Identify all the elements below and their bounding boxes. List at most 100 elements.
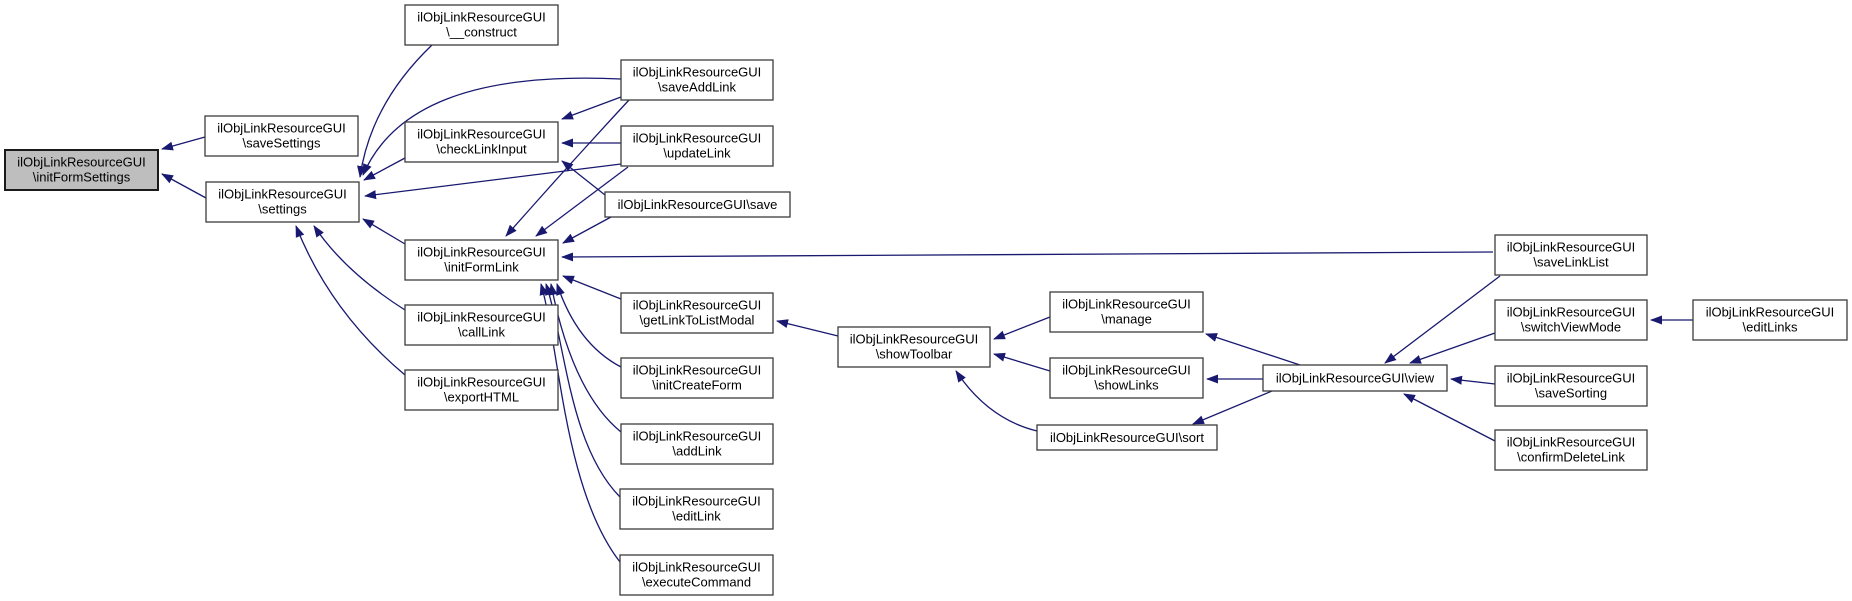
node-saveAddLink[interactable]: ilObjLinkResourceGUI\saveAddLink: [620, 59, 774, 101]
node-updateLink[interactable]: ilObjLinkResourceGUI\updateLink: [620, 125, 774, 167]
node-box-manage[interactable]: [1049, 291, 1204, 333]
node-label-manage-line1: ilObjLinkResourceGUI: [1062, 297, 1191, 312]
edge-saveAddLink-to-initFormLink: [505, 99, 630, 237]
node-construct[interactable]: ilObjLinkResourceGUI\__construct: [404, 4, 559, 46]
node-label-initFormLink-line2: \initFormLink: [444, 260, 519, 275]
node-box-showLinks[interactable]: [1049, 357, 1204, 399]
node-box-showToolbar[interactable]: [837, 326, 991, 368]
node-label-saveSettings-line2: \saveSettings: [242, 136, 321, 151]
node-saveSettings[interactable]: ilObjLinkResourceGUI\saveSettings: [204, 115, 359, 157]
node-label-updateLink-line1: ilObjLinkResourceGUI: [633, 131, 762, 146]
node-label-initFormLink-line1: ilObjLinkResourceGUI: [417, 245, 546, 260]
node-label-manage-line2: \manage: [1101, 312, 1152, 327]
node-switchViewMode[interactable]: ilObjLinkResourceGUI\switchViewMode: [1494, 299, 1648, 341]
node-callLink[interactable]: ilObjLinkResourceGUI\callLink: [404, 304, 559, 346]
node-saveLinkList[interactable]: ilObjLinkResourceGUI\saveLinkList: [1494, 234, 1648, 276]
node-initFormSettings[interactable]: ilObjLinkResourceGUI\initFormSettings: [4, 149, 159, 191]
node-label-editLink-line1: ilObjLinkResourceGUI: [632, 494, 761, 509]
node-label-updateLink-line2: \updateLink: [663, 146, 731, 161]
node-box-saveSettings[interactable]: [204, 115, 359, 157]
node-box-construct[interactable]: [404, 4, 559, 46]
node-box-view[interactable]: [1262, 364, 1448, 392]
node-box-confirmDeleteLink[interactable]: [1494, 429, 1648, 471]
node-label-callLink-line2: \callLink: [458, 325, 505, 340]
edge-switchViewMode-to-view: [1409, 332, 1496, 364]
node-label-construct-line1: ilObjLinkResourceGUI: [417, 10, 546, 25]
node-box-switchViewMode[interactable]: [1494, 299, 1648, 341]
edge-showToolbar-to-getLinkToListModal: [776, 319, 839, 337]
node-label-saveAddLink-line1: ilObjLinkResourceGUI: [633, 65, 762, 80]
edge-checkLinkInput-to-settings: [363, 157, 406, 181]
node-label-initCreateForm-line1: ilObjLinkResourceGUI: [633, 363, 762, 378]
node-box-saveSorting[interactable]: [1494, 365, 1648, 407]
edge-saveLinkList-to-view: [1384, 275, 1501, 364]
node-view[interactable]: ilObjLinkResourceGUI\view: [1262, 364, 1448, 392]
node-box-editLinks[interactable]: [1692, 299, 1848, 341]
node-showLinks[interactable]: ilObjLinkResourceGUI\showLinks: [1049, 357, 1204, 399]
node-settings[interactable]: ilObjLinkResourceGUI\settings: [205, 181, 360, 223]
node-label-saveSorting-line2: \saveSorting: [1535, 386, 1607, 401]
edge-saveSorting-to-view: [1450, 375, 1496, 385]
node-showToolbar[interactable]: ilObjLinkResourceGUI\showToolbar: [837, 326, 991, 368]
node-label-saveSettings-line1: ilObjLinkResourceGUI: [217, 121, 346, 136]
node-getLinkToListModal[interactable]: ilObjLinkResourceGUI\getLinkToListModal: [620, 292, 774, 334]
node-box-callLink[interactable]: [404, 304, 559, 346]
node-editLink[interactable]: ilObjLinkResourceGUI\editLink: [619, 488, 774, 530]
node-sort[interactable]: ilObjLinkResourceGUI\sort: [1036, 424, 1218, 451]
node-label-getLinkToListModal-line1: ilObjLinkResourceGUI: [633, 298, 762, 313]
node-label-construct-line2: \__construct: [446, 25, 517, 40]
node-box-editLink[interactable]: [619, 488, 774, 530]
node-label-switchViewMode-line2: \switchViewMode: [1521, 320, 1621, 335]
node-saveSorting[interactable]: ilObjLinkResourceGUI\saveSorting: [1494, 365, 1648, 407]
node-label-saveAddLink-line2: \saveAddLink: [658, 80, 737, 95]
node-box-updateLink[interactable]: [620, 125, 774, 167]
node-executeCommand[interactable]: ilObjLinkResourceGUI\executeCommand: [619, 554, 774, 596]
node-label-executeCommand-line2: \executeCommand: [642, 575, 751, 590]
node-label-sort-line1: ilObjLinkResourceGUI\sort: [1050, 430, 1204, 445]
node-label-editLinks-line2: \editLinks: [1743, 320, 1798, 335]
node-box-getLinkToListModal[interactable]: [620, 292, 774, 334]
node-box-checkLinkInput[interactable]: [404, 121, 559, 163]
node-checkLinkInput[interactable]: ilObjLinkResourceGUI\checkLinkInput: [404, 121, 559, 163]
node-label-initFormSettings-line1: ilObjLinkResourceGUI: [17, 155, 146, 170]
node-box-exportHTML[interactable]: [404, 369, 559, 411]
node-box-saveAddLink[interactable]: [620, 59, 774, 101]
node-addLink[interactable]: ilObjLinkResourceGUI\addLink: [620, 423, 774, 465]
node-box-sort[interactable]: [1036, 424, 1218, 451]
node-label-exportHTML-line1: ilObjLinkResourceGUI: [417, 375, 546, 390]
node-editLinks[interactable]: ilObjLinkResourceGUI\editLinks: [1692, 299, 1848, 341]
edge-updateLink-to-settings: [364, 163, 622, 200]
edge-callLink-to-settings: [313, 225, 406, 311]
node-manage[interactable]: ilObjLinkResourceGUI\manage: [1049, 291, 1204, 333]
edge-manage-to-showToolbar: [993, 316, 1051, 340]
node-label-editLink-line2: \editLink: [672, 509, 721, 524]
node-box-executeCommand[interactable]: [619, 554, 774, 596]
node-save[interactable]: ilObjLinkResourceGUI\save: [604, 191, 791, 218]
node-label-confirmDeleteLink-line2: \confirmDeleteLink: [1517, 450, 1625, 465]
node-box-settings[interactable]: [205, 181, 360, 223]
node-label-switchViewMode-line1: ilObjLinkResourceGUI: [1507, 305, 1636, 320]
node-label-callLink-line1: ilObjLinkResourceGUI: [417, 310, 546, 325]
edge-initFormLink-to-settings: [362, 218, 406, 245]
node-initFormLink[interactable]: ilObjLinkResourceGUI\initFormLink: [404, 239, 559, 281]
node-label-confirmDeleteLink-line1: ilObjLinkResourceGUI: [1507, 435, 1636, 450]
node-box-save[interactable]: [604, 191, 791, 218]
edge-view-to-manage: [1205, 333, 1301, 366]
node-label-getLinkToListModal-line2: \getLinkToListModal: [640, 313, 755, 328]
edge-save-to-initFormLink: [562, 216, 612, 244]
node-initCreateForm[interactable]: ilObjLinkResourceGUI\initCreateForm: [620, 357, 774, 399]
node-label-addLink-line2: \addLink: [672, 444, 722, 459]
node-box-initCreateForm[interactable]: [620, 357, 774, 399]
edge-showLinks-to-showToolbar: [993, 352, 1051, 372]
node-label-showLinks-line2: \showLinks: [1094, 378, 1159, 393]
edge-addLink-to-initFormLink: [548, 283, 622, 433]
node-box-initFormLink[interactable]: [404, 239, 559, 281]
node-exportHTML[interactable]: ilObjLinkResourceGUI\exportHTML: [404, 369, 559, 411]
node-label-saveLinkList-line1: ilObjLinkResourceGUI: [1507, 240, 1636, 255]
node-box-addLink[interactable]: [620, 423, 774, 465]
node-confirmDeleteLink[interactable]: ilObjLinkResourceGUI\confirmDeleteLink: [1494, 429, 1648, 471]
node-box-initFormSettings[interactable]: [4, 149, 159, 191]
node-box-saveLinkList[interactable]: [1494, 234, 1648, 276]
